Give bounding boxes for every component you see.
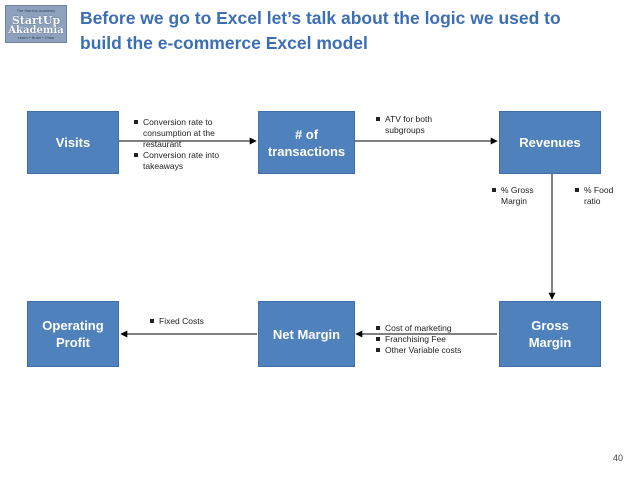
driver-item: % Food ratio — [575, 185, 620, 207]
node-transactions-line-1: # of — [294, 126, 319, 142]
driver-item: Franchising Fee — [376, 334, 491, 345]
node-revenues: Revenues — [499, 111, 601, 174]
logo-top-text: The StartUp Academy — [16, 9, 56, 13]
startup-akademia-logo: The StartUp Academy StartUp Akademia Lea… — [5, 5, 67, 43]
logo-word-akademia: Akademia — [8, 25, 64, 36]
logo-word-startup: StartUp — [11, 14, 61, 27]
driver-item: Fixed Costs — [150, 316, 230, 327]
driver-item: Conversion rate into takeaways — [134, 150, 244, 172]
node-operating-profit-line-2: Profit — [56, 335, 90, 350]
slide-title-line-2: build the e-commerce Excel model — [80, 33, 368, 53]
node-net-margin-label: Net Margin — [272, 326, 341, 342]
node-transactions-line-2: transactions — [267, 143, 346, 159]
node-visits-label: Visits — [55, 135, 91, 150]
drivers-revenues-to-gross-margin-left: % Gross Margin — [492, 185, 544, 207]
node-gross-margin: Gross Margin — [499, 301, 601, 367]
slide-title: Before we go to Excel let’s talk about t… — [80, 6, 620, 56]
node-gross-margin-line-1: Gross — [531, 318, 569, 333]
drivers-visits-to-transactions: Conversion rate to consumption at the re… — [134, 117, 244, 172]
node-revenues-label: Revenues — [519, 135, 581, 150]
driver-item: Other Variable costs — [376, 345, 491, 356]
drivers-net-margin-to-operating-profit: Fixed Costs — [150, 316, 230, 327]
drivers-transactions-to-revenues: ATV for both subgroups — [376, 114, 461, 136]
node-gross-margin-line-2: Margin — [528, 335, 572, 350]
driver-item: Cost of marketing — [376, 323, 491, 334]
node-transactions: # of transactions — [258, 111, 355, 174]
slide-title-line-1: Before we go to Excel let’s talk about t… — [80, 8, 561, 28]
driver-item: ATV for both subgroups — [376, 114, 461, 136]
drivers-gross-to-net-margin: Cost of marketing Franchising Fee Other … — [376, 323, 491, 356]
node-visits: Visits — [27, 111, 119, 174]
node-operating-profit-line-1: Operating — [42, 318, 104, 333]
node-operating-profit: Operating Profit — [27, 301, 119, 367]
driver-item: Conversion rate to consumption at the re… — [134, 117, 244, 150]
drivers-revenues-to-gross-margin-right: % Food ratio — [575, 185, 620, 207]
page-number: 40 — [613, 453, 624, 463]
driver-item: % Gross Margin — [492, 185, 544, 207]
node-net-margin: Net Margin — [258, 301, 355, 367]
logo-bottom-text: Learn • Build • Grow — [17, 36, 55, 40]
